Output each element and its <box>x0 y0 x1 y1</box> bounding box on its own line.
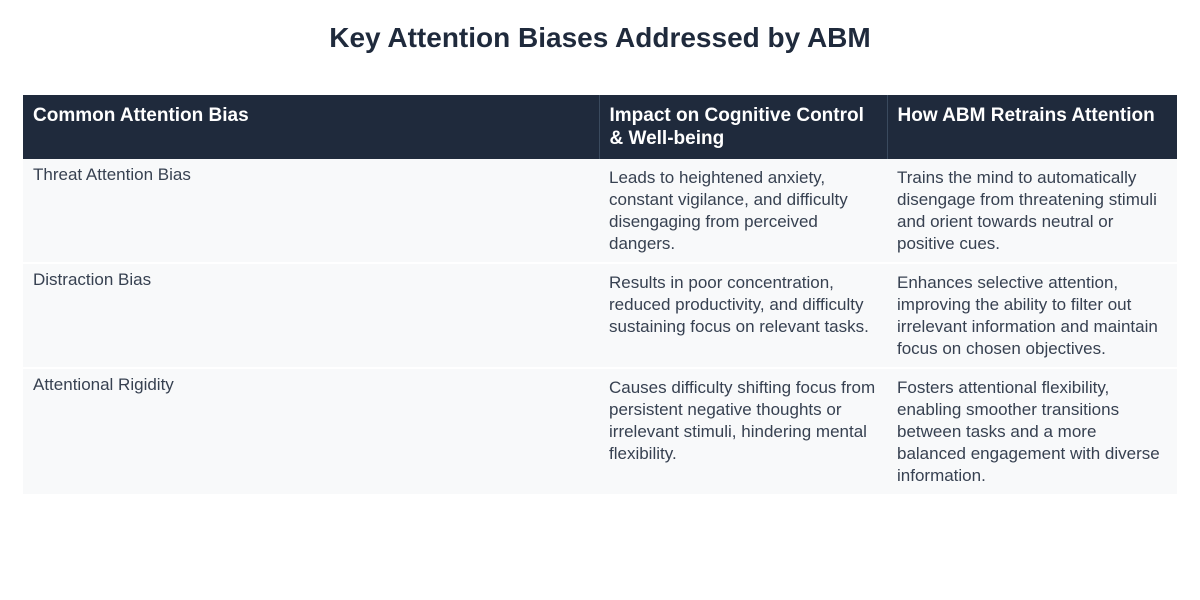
impact-cell: Leads to heightened anxiety, constant vi… <box>599 159 887 263</box>
column-header-bias: Common Attention Bias <box>23 95 600 159</box>
retraining-cell: Enhances selective attention, improving … <box>887 263 1177 368</box>
table-row: Threat Attention Bias Leads to heightene… <box>23 159 1177 263</box>
impact-cell: Results in poor concentration, reduced p… <box>599 263 887 368</box>
column-header-retraining: How ABM Retrains Attention <box>887 95 1177 159</box>
attention-bias-table: Common Attention Bias Impact on Cognitiv… <box>23 95 1177 496</box>
table-row: Distraction Bias Results in poor concent… <box>23 263 1177 368</box>
retraining-cell: Trains the mind to automatically disenga… <box>887 159 1177 263</box>
table-row: Attentional Rigidity Causes difficulty s… <box>23 368 1177 495</box>
column-header-impact: Impact on Cognitive Control & Well-being <box>599 95 888 159</box>
header-row: Common Attention Bias Impact on Cognitiv… <box>23 95 1177 159</box>
table-header: Common Attention Bias Impact on Cognitiv… <box>23 95 1177 159</box>
bias-name-cell: Attentional Rigidity <box>23 368 599 495</box>
bias-name-cell: Distraction Bias <box>23 263 599 368</box>
impact-cell: Causes difficulty shifting focus from pe… <box>599 368 887 495</box>
bias-name-cell: Threat Attention Bias <box>23 159 599 263</box>
table-body: Threat Attention Bias Leads to heightene… <box>23 159 1177 495</box>
retraining-cell: Fosters attentional flexibility, enablin… <box>887 368 1177 495</box>
page-title: Key Attention Biases Addressed by ABM <box>329 22 871 53</box>
